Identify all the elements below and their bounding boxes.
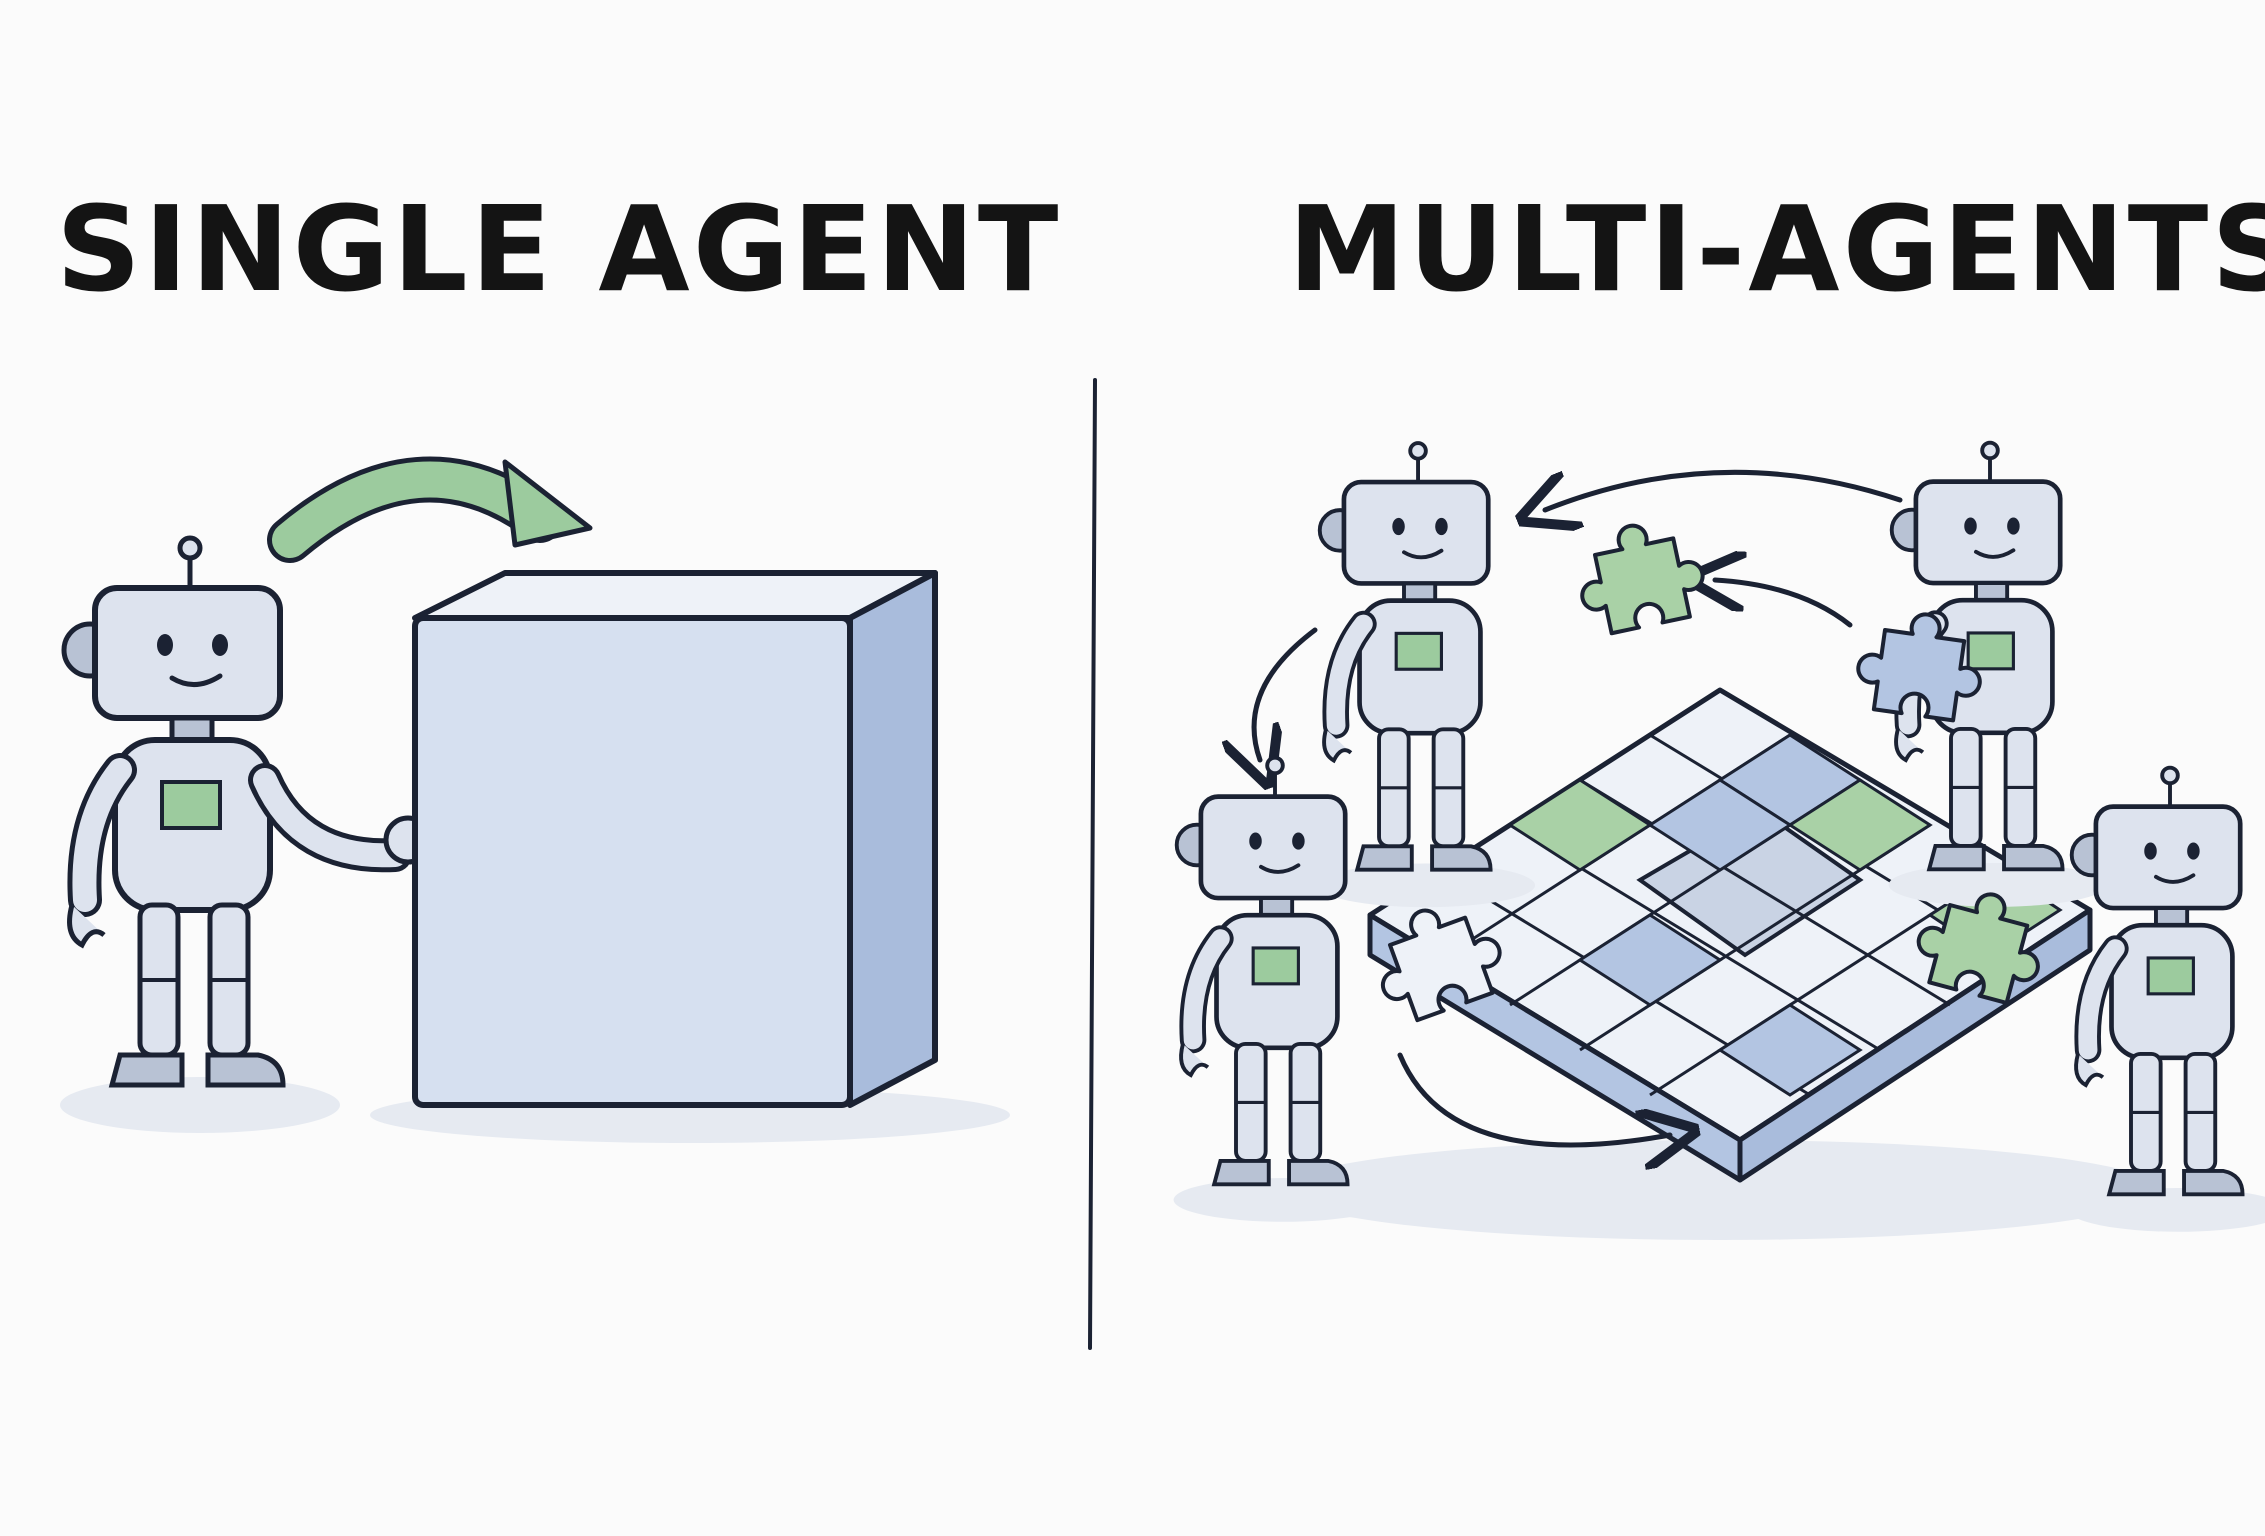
exchange-arrows bbox=[1254, 469, 1903, 1145]
robot-bottom-left bbox=[1174, 758, 1392, 1222]
single-agent-title: SINGLE AGENT bbox=[56, 180, 1062, 318]
multi-agents-title: MULTI-AGENTS bbox=[1288, 180, 2265, 318]
single-robot bbox=[60, 538, 433, 1133]
large-block-cube bbox=[370, 570, 1010, 1143]
puzzle-piece-green-held bbox=[1567, 511, 1713, 640]
robot-bottom-right bbox=[2069, 768, 2265, 1232]
green-arrow-icon bbox=[267, 456, 593, 563]
panel-divider bbox=[1088, 378, 1097, 1350]
